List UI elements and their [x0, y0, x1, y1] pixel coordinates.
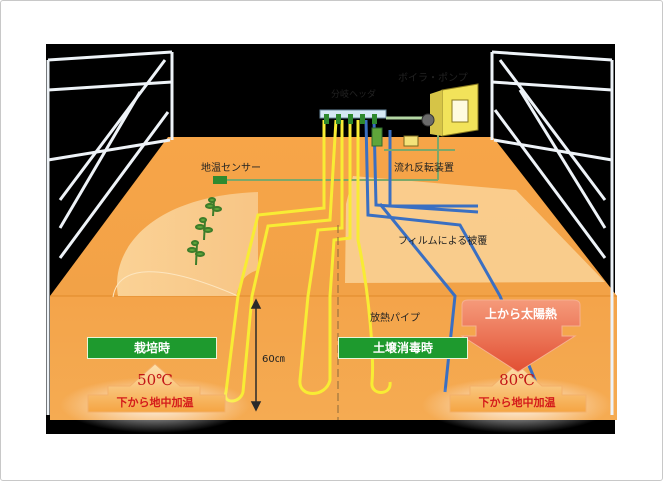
sun-heat-label: 上から太陽熱 — [484, 307, 557, 321]
reverse-device-label: 流れ反転装置 — [394, 163, 454, 174]
greenhouse-frame — [46, 50, 614, 415]
film-cover-label: フィルムによる被覆 — [398, 236, 488, 247]
heat-arrow-right — [449, 363, 587, 413]
left-heating-note: 下から地中加温 — [116, 396, 194, 409]
right-heating-note: 下から地中加温 — [478, 396, 556, 409]
depth-label: 60㎝ — [262, 354, 285, 365]
right-temperature: 80℃ — [499, 371, 535, 389]
disinfection-mode-label: 土壌消毒時 — [338, 337, 468, 359]
left-temperature: 50℃ — [137, 371, 173, 389]
seedlings — [187, 197, 222, 266]
boiler-pump-label: ボイラ・ポンプ — [398, 73, 468, 84]
film-cover — [345, 176, 605, 283]
heat-arrow-left — [87, 363, 226, 413]
soil-sensor — [213, 176, 227, 184]
radiator-pipe-label: 放熱パイプ — [370, 313, 420, 324]
boiler-pump — [421, 83, 479, 137]
cultivation-ridge — [117, 192, 258, 296]
header-label: 分岐ヘッダ — [331, 90, 377, 100]
cultivation-mode-label: 栽培時 — [87, 337, 217, 359]
soil-sensor-label: 地温センサー — [201, 163, 261, 174]
depth-arrow — [250, 298, 262, 412]
sun-heat-arrow — [460, 299, 581, 373]
